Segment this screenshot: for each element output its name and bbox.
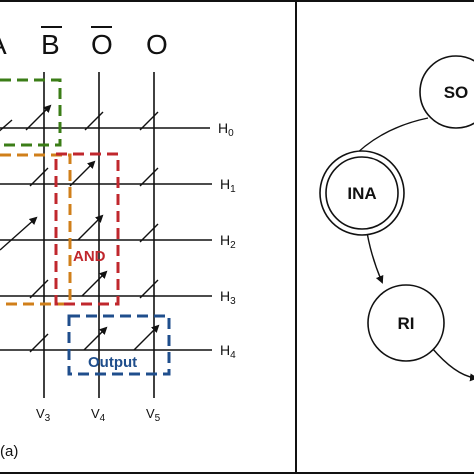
blue-output-group-outline: [67, 314, 171, 376]
switch-on-h4-v4[interactable]: [83, 326, 108, 351]
dashed-groups: [0, 78, 171, 376]
switch-off-h1-v5: [139, 167, 159, 187]
state-node-ina-inner-circle: [325, 156, 399, 230]
horizontal-lines: [0, 127, 212, 351]
crossbar-panel: A B O O H0 H1 H2 H3 H4 V3: [0, 26, 236, 460]
row-label-h2: H2: [220, 232, 236, 251]
switch-on-h2-v3[interactable]: [0, 216, 38, 251]
switch-on-h4-v5[interactable]: [133, 324, 160, 351]
crosspoint-switches: [0, 104, 160, 353]
switch-off-h0-v4: [84, 111, 104, 131]
and-group-label: AND: [73, 248, 106, 265]
state-node-ri[interactable]: RI: [367, 284, 445, 362]
column-header-b-bar: B: [41, 29, 60, 60]
column-labels: V3 V4 V5: [36, 406, 161, 424]
column-label-v4: V4: [91, 406, 106, 424]
switch-off-h3-v3: [29, 279, 49, 299]
red-and-group-outline: [54, 152, 120, 306]
row-labels: H0 H1 H2 H3 H4: [218, 120, 236, 361]
switch-off-h0-v5: [139, 111, 159, 131]
row-label-h4: H4: [220, 342, 236, 361]
state-diagram-panel: SO INA RI: [319, 55, 474, 382]
switch-off-h2-v5: [139, 223, 159, 243]
switch-off-h4-v3: [29, 333, 49, 353]
switch-on-h3-v4[interactable]: [81, 270, 108, 297]
state-node-ina[interactable]: INA: [319, 150, 405, 236]
edge-ri-outgoing: [431, 347, 474, 382]
switch-off-h3-v5: [139, 279, 159, 299]
row-label-h3: H3: [220, 288, 236, 307]
switch-on-h0-v3[interactable]: [25, 104, 52, 131]
column-header-a-partial: A: [0, 29, 7, 60]
vertical-lines: [43, 72, 155, 398]
state-node-so-label: SO: [444, 83, 469, 102]
switch-on-h1-v4[interactable]: [69, 160, 96, 187]
switch-off-h1-v3: [29, 167, 49, 187]
column-header-o-bar: O: [91, 29, 113, 60]
switch-on-h2-v4[interactable]: [77, 214, 104, 241]
panel-label-a: (a): [0, 443, 18, 460]
green-input-group-outline: [0, 78, 62, 147]
switch-off-h0-left: [0, 119, 13, 132]
output-group-label: Output: [88, 354, 137, 371]
row-label-h0: H0: [218, 120, 234, 139]
state-node-ina-label: INA: [347, 184, 376, 203]
orange-group-outline: [0, 153, 72, 306]
state-node-ri-circle: [367, 284, 445, 362]
row-label-h1: H1: [220, 176, 236, 195]
state-node-ri-label: RI: [398, 314, 415, 333]
column-header-o: O: [146, 29, 168, 60]
state-node-so[interactable]: SO: [419, 55, 474, 129]
column-label-v5: V5: [146, 406, 161, 424]
column-label-v3: V3: [36, 406, 51, 424]
state-node-so-circle: [419, 55, 474, 129]
